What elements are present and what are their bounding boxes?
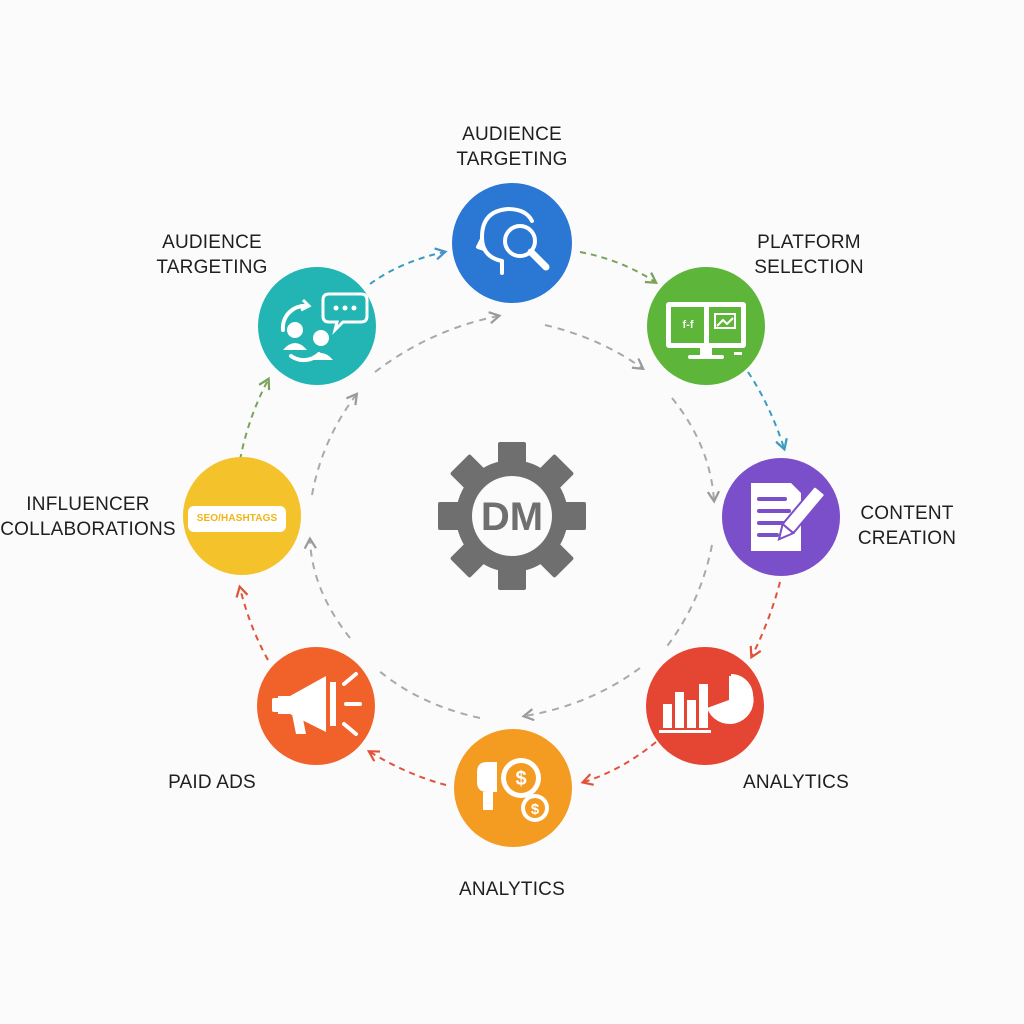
inner-arrow-segment xyxy=(377,669,481,719)
label-line: CREATION xyxy=(857,528,957,549)
arrow-teal-to-blue xyxy=(369,247,448,285)
label-line: ANALYTICS xyxy=(459,879,565,900)
label-line: TARGETING xyxy=(156,257,268,278)
inner-arrow-segment xyxy=(521,667,641,722)
inner-arrow-segment xyxy=(303,536,351,639)
label-line: PLATFORM xyxy=(757,232,861,253)
svg-text:$: $ xyxy=(515,768,526,790)
label-lower-left: PAID ADS xyxy=(158,770,266,795)
node-upper-left-circle xyxy=(258,267,376,385)
megaphone-icon xyxy=(272,672,362,736)
inner-arrow-segment xyxy=(671,397,720,504)
label-line: COLLABORATIONS xyxy=(0,519,176,540)
label-line: AUDIENCE xyxy=(162,232,262,253)
people-chat-icon xyxy=(280,292,369,363)
inner-arrow-segment xyxy=(374,311,502,373)
inner-arrow-segment xyxy=(311,392,359,496)
inner-arrow-segment xyxy=(544,324,645,371)
seo-hashtags-badge-text: SEO/HASHTAGS xyxy=(196,513,278,524)
label-line: PAID ADS xyxy=(168,772,256,793)
arrow-blue-to-green xyxy=(579,251,659,285)
arrow-orange-to-yellow xyxy=(235,584,269,661)
label-upper-right: PLATFORM SELECTION xyxy=(740,230,878,280)
hashtag-badge-icon: SEO/HASHTAGS xyxy=(188,506,286,532)
svg-text:f-f: f-f xyxy=(683,319,694,331)
center-gear: DM xyxy=(438,442,586,590)
svg-text:$: $ xyxy=(531,801,540,818)
label-line: TARGETING xyxy=(456,149,568,170)
label-top: AUDIENCE TARGETING xyxy=(430,122,594,172)
inner-dashed-cycle xyxy=(303,311,720,722)
label-right: CONTENT CREATION xyxy=(852,501,962,551)
arrow-red-to-orange-gold xyxy=(580,741,657,786)
arrow-green-to-purple xyxy=(747,371,788,452)
label-lower-right: ANALYTICS xyxy=(730,770,862,795)
gear-hub xyxy=(472,476,552,556)
bar-pie-chart-icon xyxy=(659,673,754,733)
label-line: CONTENT xyxy=(860,503,954,524)
document-pen-icon xyxy=(751,483,826,551)
label-line: SELECTION xyxy=(754,257,864,278)
dollar-coins-icon: $ $ xyxy=(477,758,549,822)
label-line: ANALYTICS xyxy=(743,772,849,793)
center-logo-text: DM xyxy=(481,495,543,539)
inner-arrow-segment xyxy=(663,544,713,651)
label-line: INFLUENCER xyxy=(26,494,150,515)
label-left: INFLUENCER COLLABORATIONS xyxy=(0,492,176,542)
label-upper-left: AUDIENCE TARGETING xyxy=(148,230,276,280)
outer-arrows xyxy=(235,247,788,786)
head-magnifier-icon xyxy=(476,207,550,275)
arrow-orange-gold-to-orange xyxy=(366,750,447,786)
arrow-purple-to-red xyxy=(749,581,781,660)
label-bottom: ANALYTICS xyxy=(442,877,582,902)
monitor-icon: f-f xyxy=(666,302,746,359)
arrow-yellow-to-teal xyxy=(239,376,271,461)
label-line: AUDIENCE xyxy=(462,124,562,145)
